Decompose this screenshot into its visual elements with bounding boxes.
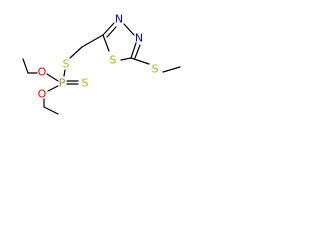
atom-n2: N	[135, 32, 143, 45]
atom-s-methylthio: S	[152, 63, 159, 76]
bond-ring-c-n-b	[106, 26, 117, 38]
atom-s-double: S	[82, 77, 89, 90]
bond-p-s-thiol	[63, 69, 66, 77]
bond-s-ch2	[69, 46, 83, 59]
atom-o-upper: O	[38, 66, 47, 79]
bond-p-o-lower	[47, 85, 59, 92]
atom-s-thiol: S	[63, 58, 70, 71]
bond-ring-n-n	[123, 23, 135, 36]
bond-ring-n-c5-a	[130, 42, 137, 59]
atom-n1: N	[115, 13, 123, 26]
bond-s-ch3	[162, 66, 181, 73]
atom-p: P	[59, 77, 66, 90]
atom-s-ring: S	[110, 54, 117, 67]
atom-labels: S P S O O N N S S	[38, 13, 159, 101]
bond-upper-o-p	[46, 73, 59, 82]
bond-lower-ch2-ch3	[43, 106, 59, 115]
bond-c5-s-methylthio	[130, 57, 150, 65]
bond-ring-s-c5	[120, 57, 132, 61]
molecule-diagram: S P S O O N N S S	[22, 13, 181, 115]
bond-ch2-ring	[81, 34, 104, 48]
bond-lines	[22, 22, 181, 115]
bond-ring-c2-s	[102, 34, 110, 52]
bond-ring-n-c5-b	[134, 44, 141, 59]
bond-ring-c-n-a	[102, 22, 115, 36]
atom-o-lower: O	[38, 88, 47, 101]
bond-upper-ethyl-ch3-ch2	[22, 58, 29, 74]
